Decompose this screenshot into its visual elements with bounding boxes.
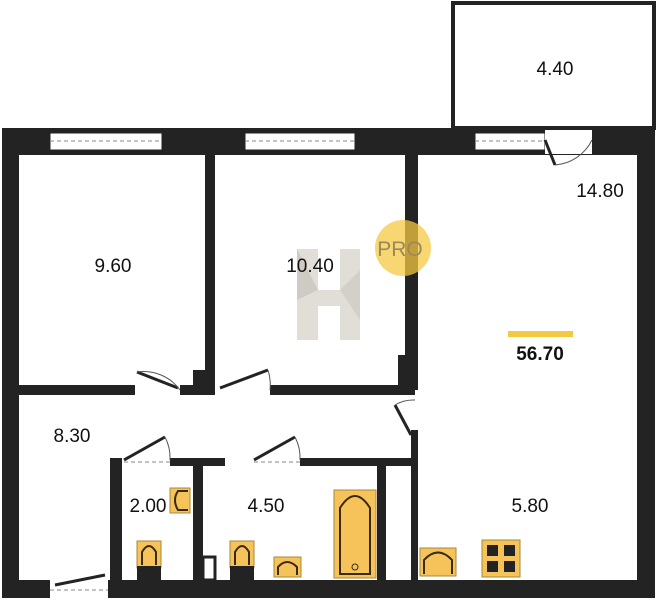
area-kitchen: 5.80 bbox=[512, 496, 549, 517]
pro-badge bbox=[375, 220, 431, 276]
toilet-icon bbox=[229, 540, 255, 580]
area-bathroom: 4.50 bbox=[248, 496, 285, 517]
door-kitchen bbox=[393, 399, 416, 436]
area-bedroom-2: 10.40 bbox=[286, 256, 334, 277]
area-bedroom-1: 9.60 bbox=[95, 256, 132, 277]
door-bedroom-1 bbox=[136, 370, 181, 391]
kitchen-sink-icon bbox=[419, 547, 457, 577]
window bbox=[244, 132, 356, 151]
area-living-kitchen: 14.80 bbox=[576, 181, 624, 202]
bathtub-icon bbox=[333, 489, 377, 579]
door-bathroom bbox=[253, 435, 301, 463]
entrance-door bbox=[50, 573, 108, 600]
stove-icon bbox=[481, 539, 521, 578]
balcony-window bbox=[474, 132, 546, 151]
balcony-door bbox=[543, 130, 593, 166]
door-toilet bbox=[123, 435, 171, 463]
area-balcony: 4.40 bbox=[537, 59, 574, 80]
toilet-icon bbox=[136, 540, 162, 580]
area-toilet: 2.00 bbox=[130, 496, 167, 517]
watermark-logo bbox=[297, 249, 360, 340]
total-area-accent-bar bbox=[508, 331, 573, 337]
pro-badge-label: PRO bbox=[377, 238, 423, 261]
window bbox=[49, 132, 163, 151]
toilet-sink-icon bbox=[169, 487, 191, 514]
area-hallway: 8.30 bbox=[54, 426, 91, 447]
total-area: 56.70 bbox=[516, 344, 564, 365]
bathroom-sink-icon bbox=[273, 556, 302, 578]
door-bedroom-2 bbox=[219, 368, 271, 391]
